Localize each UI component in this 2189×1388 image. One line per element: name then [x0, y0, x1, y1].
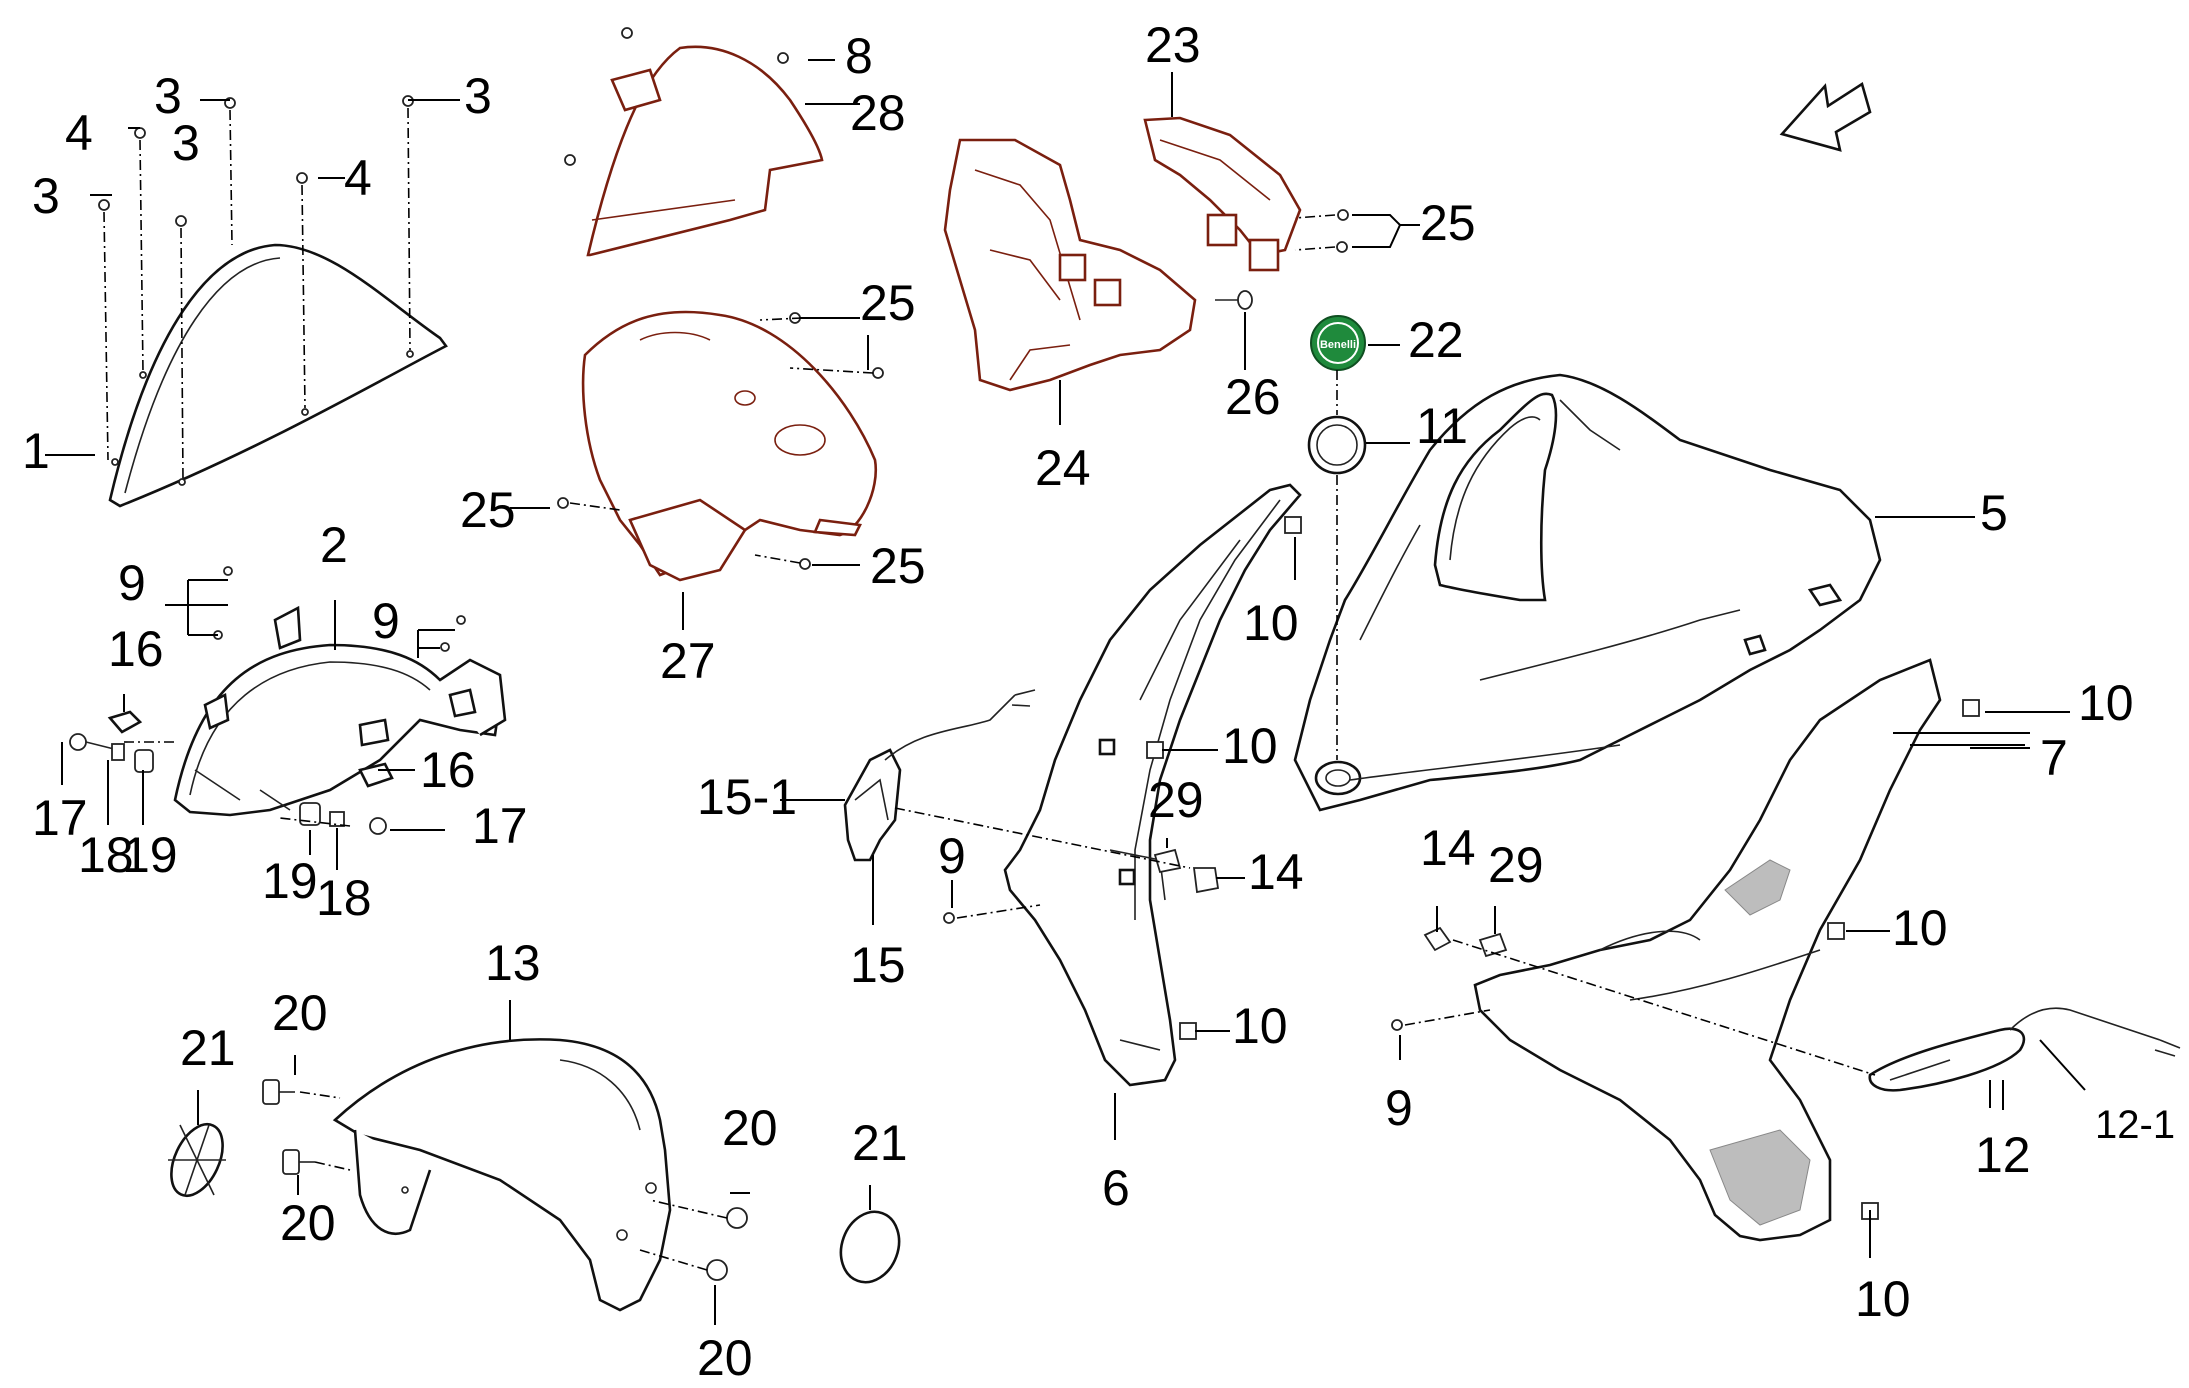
label-21: 21	[852, 1115, 908, 1171]
upper-cover-part-28	[586, 45, 824, 257]
label-19: 19	[262, 853, 318, 909]
cap-part-21-spoked	[168, 1123, 226, 1197]
label-18: 18	[316, 870, 372, 926]
top-trim-part-23	[1143, 116, 1302, 272]
label-1: 1	[22, 423, 50, 479]
label-15: 15	[850, 937, 906, 993]
label-23: 23	[1145, 17, 1201, 73]
label-3: 3	[32, 168, 60, 224]
label-5: 5	[1980, 485, 2008, 541]
part-labels: 3 4 3 3 3 4 1 2 9 9 16 16 17 18 19 19 18…	[22, 17, 2175, 1386]
label-11: 11	[1416, 398, 1468, 454]
pin-14-set	[1192, 867, 1452, 952]
label-10: 10	[1243, 595, 1299, 651]
front-fender-part-13	[332, 1038, 672, 1312]
screw-9-set	[943, 912, 1403, 1031]
label-10: 10	[1855, 1271, 1911, 1327]
emblem-part-22: Benelli	[1310, 315, 1366, 371]
label-10: 10	[1892, 900, 1948, 956]
turn-signal-part-15	[843, 689, 1036, 862]
label-10: 10	[1222, 718, 1278, 774]
label-29: 29	[1148, 772, 1204, 828]
leader-lines	[45, 59, 2086, 1325]
label-25: 25	[870, 538, 926, 594]
label-9: 9	[1385, 1080, 1413, 1136]
screw-8	[564, 27, 789, 166]
label-7: 7	[2040, 730, 2068, 786]
direction-arrow-icon	[1779, 81, 1872, 152]
windscreen-part-1	[108, 243, 448, 508]
emblem-text: Benelli	[1320, 339, 1356, 351]
label-12-1: 12-1	[2095, 1103, 2175, 1147]
label-4: 4	[344, 150, 372, 206]
label-14: 14	[1248, 844, 1304, 900]
label-17: 17	[32, 790, 88, 846]
inner-frame-part-24	[943, 138, 1197, 392]
label-14: 14	[1420, 820, 1476, 876]
label-4: 4	[65, 105, 93, 161]
cap-part-21-plain	[839, 1210, 901, 1284]
label-3: 3	[464, 68, 492, 124]
bolt-grommet-17-18-19-left	[69, 733, 154, 773]
label-17: 17	[472, 798, 528, 854]
label-9: 9	[372, 593, 400, 649]
bolt-grommet-17-18-19-right	[299, 802, 387, 835]
label-20: 20	[722, 1100, 778, 1156]
label-20: 20	[280, 1195, 336, 1251]
bracket-part-2	[173, 605, 507, 817]
label-25: 25	[460, 482, 516, 538]
label-20: 20	[697, 1330, 753, 1386]
label-16: 16	[108, 621, 164, 677]
label-27: 27	[660, 633, 716, 689]
label-21: 21	[180, 1020, 236, 1076]
label-9: 9	[118, 555, 146, 611]
turn-signal-part-12	[1868, 1007, 2181, 1092]
label-13: 13	[485, 935, 541, 991]
label-28: 28	[850, 85, 906, 141]
label-25: 25	[860, 275, 916, 331]
label-6: 6	[1102, 1160, 1130, 1216]
label-22: 22	[1408, 312, 1464, 368]
fastener-9-set-left	[213, 566, 466, 652]
label-10: 10	[2078, 675, 2134, 731]
label-10: 10	[1232, 998, 1288, 1054]
label-8: 8	[845, 28, 873, 84]
inner-cover-part-27	[581, 310, 878, 582]
label-26: 26	[1225, 369, 1281, 425]
assembly-lines	[124, 214, 1876, 1271]
ring-part-11	[1307, 415, 1367, 475]
label-2: 2	[320, 517, 348, 573]
label-3: 3	[154, 68, 182, 124]
label-12: 12	[1975, 1127, 2031, 1183]
label-29: 29	[1488, 837, 1544, 893]
label-25: 25	[1420, 195, 1476, 251]
side-panel-part-7	[1473, 658, 1942, 1242]
label-18: 18	[78, 827, 134, 883]
label-19: 19	[122, 827, 178, 883]
label-15-1: 15-1	[697, 769, 797, 825]
front-fairing-part-5	[1293, 373, 1882, 812]
bolt-20-set	[262, 1079, 748, 1281]
screw-25-set	[557, 209, 1349, 570]
screw-26	[1215, 290, 1253, 310]
label-3: 3	[172, 115, 200, 171]
label-16: 16	[420, 742, 476, 798]
clip-10-set	[1146, 516, 1980, 1220]
label-9: 9	[938, 828, 966, 884]
label-24: 24	[1035, 440, 1091, 496]
label-20: 20	[272, 985, 328, 1041]
